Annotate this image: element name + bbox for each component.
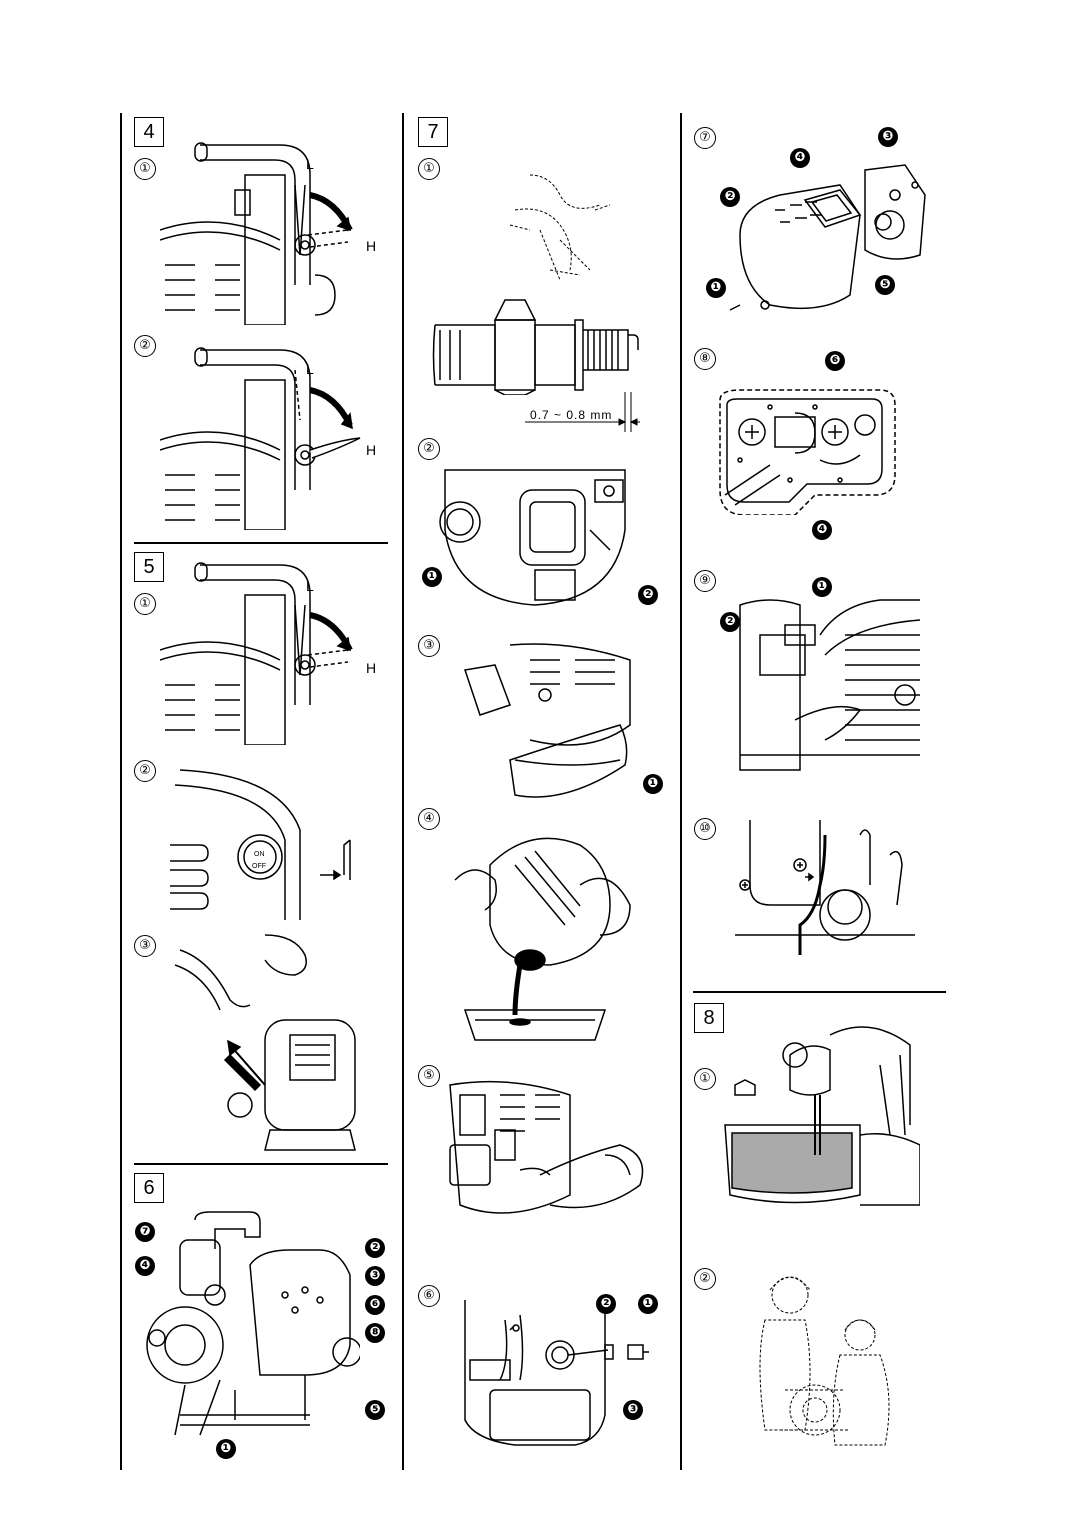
callout-6: ❻	[365, 1295, 385, 1315]
service-dealer-illustration	[745, 1270, 910, 1450]
lever-label-high-2: H	[366, 442, 377, 458]
callout-2: ❷	[365, 1238, 385, 1258]
callout-2-plugcap: ❷	[596, 1294, 616, 1314]
step-5-3: ③	[134, 935, 156, 957]
fuel-filter-illustration	[735, 815, 915, 965]
lever-label-low: L	[306, 156, 314, 172]
section-separator-7-8	[693, 991, 946, 993]
step-7-3: ③	[418, 635, 440, 657]
air-filter-exploded-illustration	[720, 150, 940, 330]
step-7-1: ①	[418, 158, 440, 180]
section-number-8: 8	[694, 1003, 724, 1033]
callout-1-plugcap: ❶	[638, 1294, 658, 1314]
callout-7: ❼	[135, 1222, 155, 1242]
carburetor-adjust-illustration	[725, 595, 920, 780]
switch-label-on: ON	[254, 851, 265, 858]
step-7-7: ⑦	[694, 127, 716, 149]
callout-2-carb: ❷	[720, 612, 740, 632]
callout-1-tray: ❶	[643, 774, 663, 794]
spark-plug-wrench-illustration	[500, 170, 620, 285]
callout-2-filter: ❷	[720, 187, 740, 207]
fuel-tank-cap-illustration	[425, 460, 640, 610]
pump-overview-illustration	[145, 1210, 360, 1450]
step-4-1: ①	[134, 158, 156, 180]
lever-label-high-3: H	[366, 660, 377, 676]
step-7-9: ⑨	[694, 570, 716, 592]
section-number-4: 4	[134, 117, 164, 147]
step-5-1: ①	[134, 593, 156, 615]
step-7-8: ⑧	[694, 348, 716, 370]
oil-fill-illustration	[430, 1075, 655, 1235]
section-separator-5-6	[134, 1163, 388, 1165]
muffler-cover-illustration	[715, 385, 900, 515]
callout-3-plugcap: ❸	[623, 1400, 643, 1420]
section-separator-4-5	[134, 542, 388, 544]
column-divider-middle	[402, 113, 404, 1470]
step-7-2: ②	[418, 438, 440, 460]
callout-1-carb: ❶	[812, 577, 832, 597]
throttle-lever-illustration-start	[160, 555, 390, 745]
plug-gap-dimension	[525, 392, 665, 432]
step-7-6: ⑥	[418, 1285, 440, 1307]
section-number-6: 6	[134, 1173, 164, 1203]
lever-label-low-2: L	[306, 361, 314, 377]
spark-plug-illustration	[430, 295, 640, 395]
step-5-2: ②	[134, 760, 156, 782]
step-7-4: ④	[418, 808, 440, 830]
callout-6-muffler: ❻	[825, 351, 845, 371]
step-4-2: ②	[134, 335, 156, 357]
drain-tray-illustration	[450, 640, 640, 800]
callout-2-fuelcap: ❷	[638, 585, 658, 605]
throttle-lever-illustration-high	[160, 340, 390, 530]
callout-8: ❽	[365, 1323, 385, 1343]
step-8-1: ①	[694, 1068, 716, 1090]
callout-3: ❸	[365, 1266, 385, 1286]
callout-1-fuelcap: ❶	[422, 567, 442, 587]
callout-4-muffler: ❹	[812, 520, 832, 540]
callout-4: ❹	[135, 1256, 155, 1276]
step-7-10[interactable]: ⑩	[694, 818, 716, 840]
lever-label-low-3: L	[306, 578, 314, 594]
callout-4-filter: ❹	[790, 148, 810, 168]
throttle-lever-illustration	[160, 135, 390, 325]
step-8-2: ②	[694, 1268, 716, 1290]
callout-1-filter: ❶	[706, 278, 726, 298]
pump-drain-illustration	[720, 1025, 920, 1240]
oil-drain-illustration	[450, 825, 635, 1055]
switch-label-off: OFF	[252, 863, 266, 870]
column-divider-left	[120, 113, 122, 1470]
plug-gap-label: 0.7 ~ 0.8 mm	[530, 408, 613, 422]
section-number-5: 5	[134, 552, 164, 582]
callout-1: ❶	[216, 1439, 236, 1459]
callout-5: ❺	[365, 1400, 385, 1420]
spark-plug-cap-illustration	[450, 1300, 650, 1450]
callout-3-filter: ❸	[878, 127, 898, 147]
lever-label-high: H	[366, 238, 377, 254]
step-7-5: ⑤	[418, 1065, 440, 1087]
callout-5-filter: ❺	[875, 275, 895, 295]
column-divider-right	[680, 113, 682, 1470]
stop-switch-illustration	[160, 765, 370, 920]
section-number-7: 7	[418, 117, 448, 147]
recoil-starter-illustration	[170, 930, 370, 1155]
